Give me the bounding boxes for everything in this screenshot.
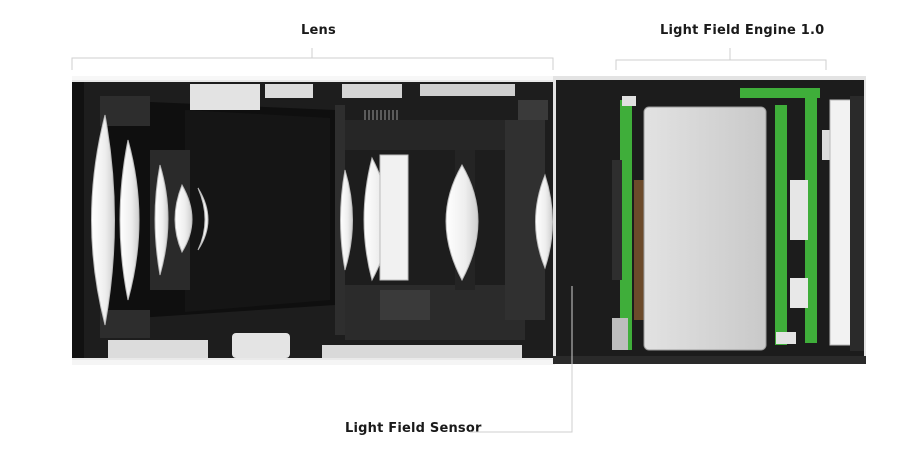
lens-label: Lens [301, 23, 336, 38]
lens-element-6 [340, 169, 353, 271]
lens-bracket [71, 48, 554, 70]
circuit-board-right [775, 105, 787, 345]
light-field-engine-body [553, 76, 866, 364]
sensor-leader-line [470, 286, 573, 433]
light-field-sensor-label: Light Field Sensor [345, 421, 482, 436]
lens-barrel [72, 82, 555, 358]
lens-element-10 [535, 173, 553, 270]
lens-element-1 [91, 114, 115, 326]
circuit-board-left [620, 100, 632, 350]
lens-element-2 [119, 139, 140, 301]
light-field-engine-label: Light Field Engine 1.0 [660, 23, 825, 38]
lens-element-4 [174, 183, 193, 254]
lens-element-8 [379, 154, 409, 281]
battery [643, 106, 767, 351]
lens-elements [91, 114, 553, 326]
lens-element-9 [445, 164, 479, 282]
engine-bracket [615, 48, 827, 70]
lens-element-5 [197, 187, 209, 251]
lens-element-3 [154, 164, 169, 276]
